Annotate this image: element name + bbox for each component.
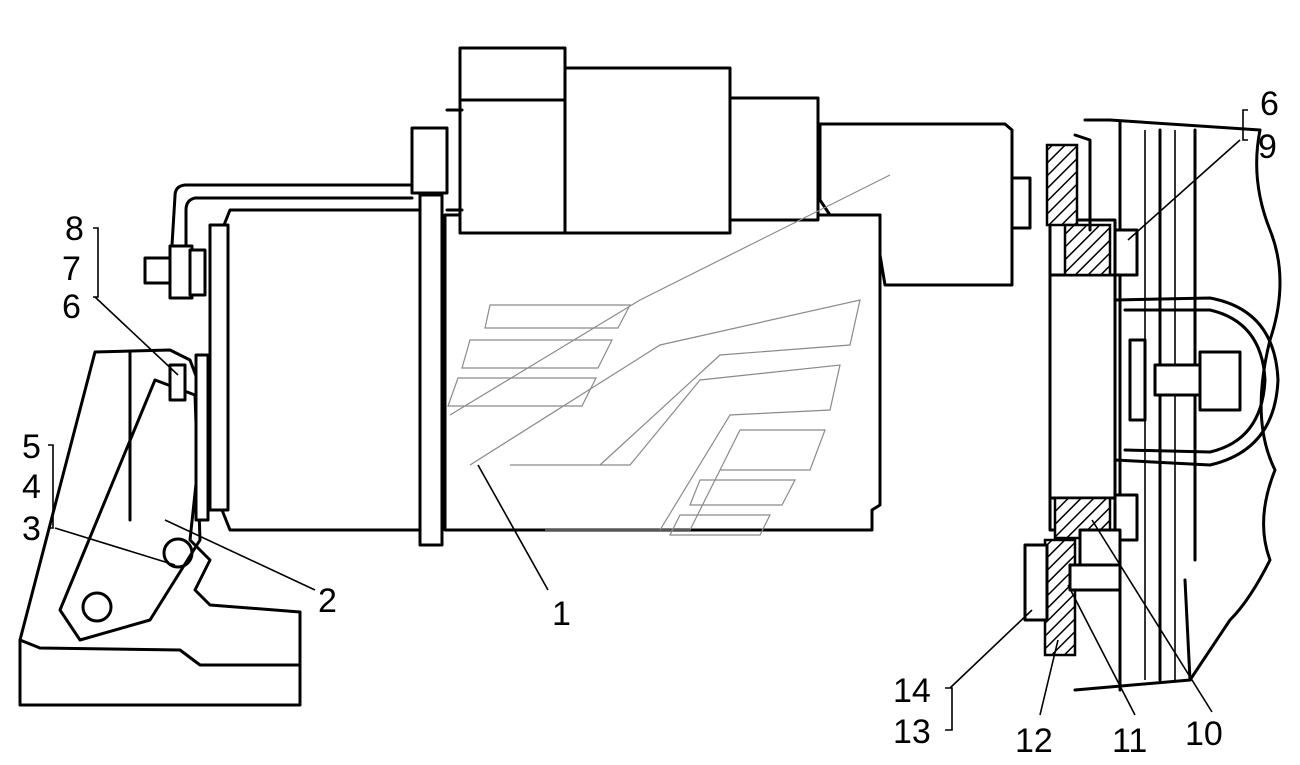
callout-6-right: 6 [1260,85,1279,123]
callout-10: 10 [1185,715,1223,753]
callout-7: 7 [62,250,81,288]
callout-14: 14 [893,672,931,710]
mounting-bracket [18,348,302,707]
callout-4: 4 [22,468,41,506]
callout-1: 1 [552,595,571,633]
engine-housing [1073,118,1282,692]
callout-3: 3 [22,510,41,548]
callout-labels: 1 2 3 4 5 6 7 8 6 9 10 11 12 13 14 [22,85,1279,760]
callout-13: 13 [893,713,931,751]
leader-lines [48,109,1248,731]
callout-5: 5 [22,428,41,466]
watermark-logo [447,174,891,536]
callout-9: 9 [1258,128,1277,166]
callout-8: 8 [65,210,84,248]
starter-motor [143,46,1139,657]
callout-12: 12 [1015,722,1053,760]
callout-11: 11 [1112,722,1147,760]
callout-6-left: 6 [62,288,81,326]
callout-2: 2 [318,582,337,620]
